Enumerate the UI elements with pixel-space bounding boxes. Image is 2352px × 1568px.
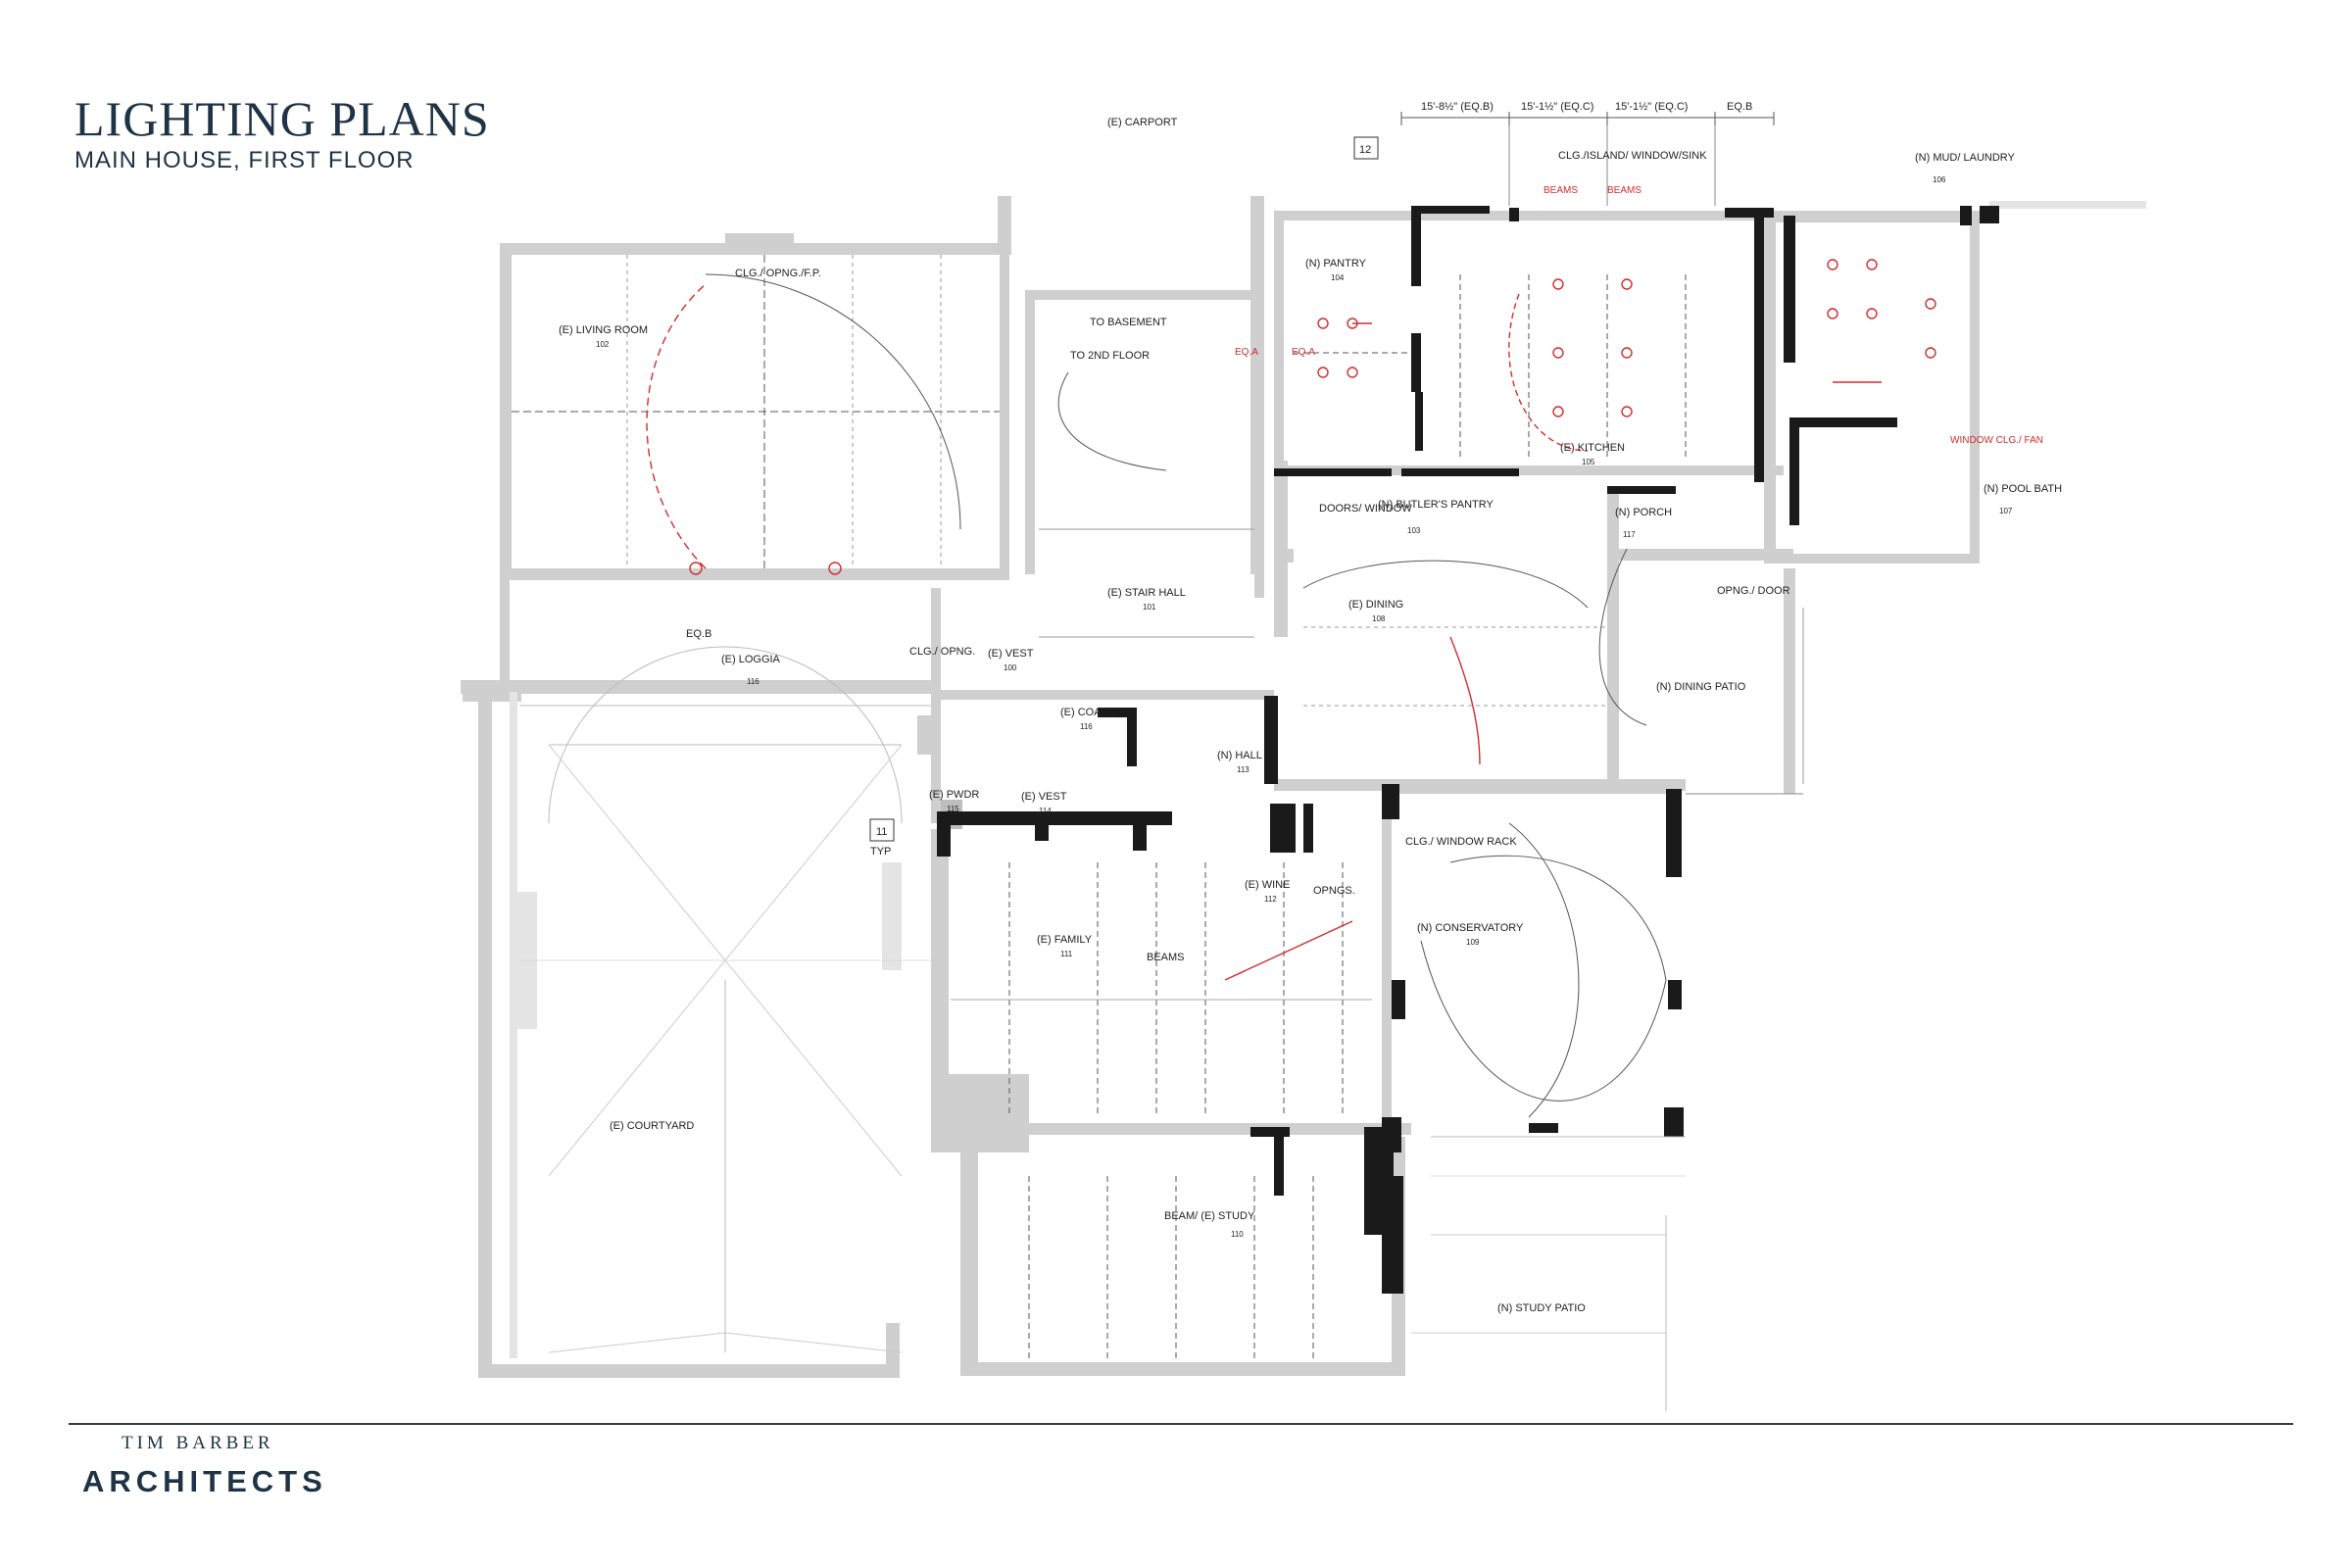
room-dining-num: 108 — [1372, 614, 1386, 623]
room-pwdr: (E) PWDR — [929, 789, 979, 801]
note-typ: TYP — [870, 846, 891, 858]
note-eqb: EQ.B — [686, 628, 711, 640]
room-stair-hall-num: 101 — [1143, 603, 1156, 612]
room-courtyard: (E) COURTYARD — [610, 1120, 694, 1132]
tag-12: 12 — [1359, 144, 1371, 156]
room-pool-bath: (N) POOL BATH — [1984, 483, 2062, 495]
room-family: (E) FAMILY — [1037, 934, 1093, 946]
room-wine: (E) WINE — [1245, 879, 1290, 891]
note-clg-opng-fp: CLG./ OPNG./F.P. — [735, 268, 821, 279]
room-pwdr-num: 115 — [947, 805, 959, 813]
room-family-num: 111 — [1060, 950, 1073, 958]
red-label-eqa-2: EQ.A — [1292, 347, 1315, 358]
room-porch: (N) PORCH — [1615, 507, 1672, 518]
note-opngs: OPNGS. — [1313, 885, 1355, 897]
room-kitchen-num: 105 — [1582, 458, 1595, 466]
note-clg-window-rack: CLG./ WINDOW RACK — [1405, 836, 1517, 848]
room-conservatory-num: 109 — [1466, 938, 1480, 947]
page-title: LIGHTING PLANS — [74, 91, 490, 146]
tag-11: 11 — [876, 826, 887, 838]
tag-box-11 — [869, 818, 895, 842]
note-clg-opng: CLG./ OPNG. — [909, 646, 975, 658]
firm-name-top: TIM BARBER — [122, 1433, 274, 1453]
room-mud-laundry-num: 106 — [1933, 175, 1946, 184]
room-wine-num: 112 — [1264, 895, 1277, 904]
firm-name-main: ARCHITECTS — [82, 1464, 327, 1498]
red-label-eqa-1: EQ.A — [1235, 347, 1258, 358]
note-labels: TO BASEMENT TO 2ND FLOOR CLG./ISLAND/ WI… — [686, 150, 1790, 963]
room-loggia-num: 116 — [747, 677, 760, 686]
room-hall-num: 113 — [1237, 765, 1250, 774]
room-stair-hall: (E) STAIR HALL — [1107, 587, 1186, 599]
room-vest-1-num: 100 — [1004, 663, 1017, 672]
existing-walls — [461, 196, 2146, 1378]
new-walls — [937, 206, 1999, 1294]
dimension-3: 15'-1½" (EQ.C) — [1615, 101, 1688, 113]
tag-group: 12 11 — [869, 136, 1379, 842]
room-coats-num: 116 — [1080, 722, 1093, 731]
room-butlers-pantry: (N) BUTLER'S PANTRY — [1378, 499, 1494, 511]
footer-divider — [69, 1423, 2293, 1425]
room-pantry-num: 104 — [1331, 273, 1345, 282]
room-living-room-num: 102 — [596, 340, 610, 349]
room-study-num: 110 — [1231, 1230, 1244, 1239]
note-to-2nd-floor: TO 2ND FLOOR — [1070, 350, 1150, 362]
dimension-strings: 15'-8½" (EQ.B) 15'-1½" (EQ.C) 15'-1½" (E… — [1421, 101, 1752, 113]
plan-linework — [512, 112, 1804, 1411]
room-vest-2-num: 114 — [1039, 807, 1052, 815]
room-carport: (E) CARPORT — [1107, 117, 1178, 128]
room-pantry: (N) PANTRY — [1305, 258, 1367, 270]
dimension-4: EQ.B — [1727, 101, 1752, 113]
red-label-beams-1: BEAMS — [1544, 185, 1578, 196]
page-subtitle: MAIN HOUSE, FIRST FLOOR — [74, 147, 415, 173]
room-butlers-pantry-num: 103 — [1407, 526, 1421, 535]
room-dining: (E) DINING — [1348, 599, 1403, 611]
note-doors-window: DOORS/ WINDOW — [1319, 503, 1412, 514]
red-label-window-fan: WINDOW CLG./ FAN — [1950, 435, 2043, 446]
room-dining-patio: (N) DINING PATIO — [1656, 681, 1746, 693]
note-to-basement: TO BASEMENT — [1090, 317, 1167, 328]
room-porch-num: 117 — [1623, 530, 1636, 539]
tag-box-12 — [1353, 136, 1379, 160]
room-labels: (E) LIVING ROOM 102 (E) LOGGIA 116 (E) C… — [559, 117, 2062, 1314]
room-loggia: (E) LOGGIA — [721, 654, 781, 665]
room-living-room: (E) LIVING ROOM — [559, 324, 648, 336]
room-study-patio: (N) STUDY PATIO — [1497, 1302, 1586, 1314]
room-vest-1: (E) VEST — [988, 648, 1034, 660]
red-label-group: BEAMS BEAMS EQ.A EQ.A WINDOW CLG./ FAN — [1235, 185, 2043, 446]
room-study: BEAM/ (E) STUDY — [1164, 1210, 1255, 1222]
note-opng-door: OPNG./ DOOR — [1717, 585, 1790, 597]
dimension-1: 15'-8½" (EQ.B) — [1421, 101, 1494, 113]
room-kitchen: (E) KITCHEN — [1560, 442, 1625, 454]
room-pool-bath-num: 107 — [1999, 507, 2013, 515]
red-lighting-layout — [646, 259, 1936, 981]
note-beams: BEAMS — [1147, 952, 1185, 963]
room-vest-2: (E) VEST — [1021, 791, 1067, 803]
room-conservatory: (N) CONSERVATORY — [1417, 922, 1524, 934]
dimension-2: 15'-1½" (EQ.C) — [1521, 101, 1593, 113]
room-coats: (E) COATS — [1060, 707, 1114, 718]
red-label-beams-2: BEAMS — [1607, 185, 1642, 196]
note-clg-island: CLG./ISLAND/ WINDOW/SINK — [1558, 150, 1707, 162]
room-hall: (N) HALL — [1217, 750, 1262, 761]
room-mud-laundry: (N) MUD/ LAUNDRY — [1915, 152, 2016, 164]
